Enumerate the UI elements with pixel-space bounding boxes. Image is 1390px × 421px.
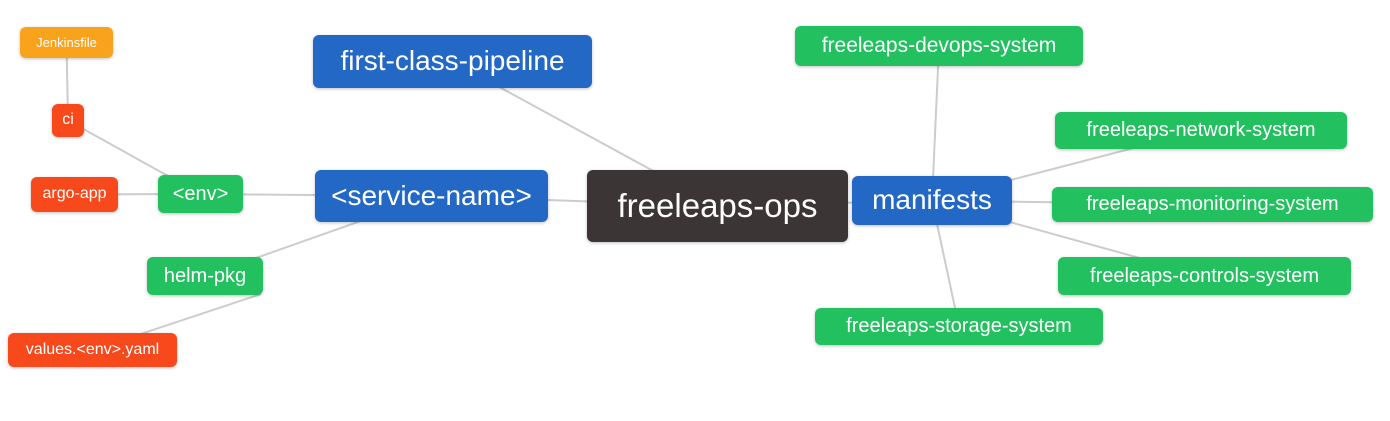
- node-label: ci: [62, 111, 74, 128]
- node-label: freeleaps-monitoring-system: [1086, 193, 1339, 215]
- node-storage-system[interactable]: freeleaps-storage-system: [815, 308, 1103, 345]
- node-label: freeleaps-ops: [617, 187, 818, 224]
- node-label: first-class-pipeline: [340, 45, 565, 76]
- node-label: argo-app: [42, 185, 107, 202]
- node-first-class-pipeline[interactable]: first-class-pipeline: [313, 35, 592, 88]
- node-label: Jenkinsfile: [36, 34, 97, 50]
- node-label: <env>: [172, 182, 229, 205]
- node-argo-app[interactable]: argo-app: [31, 177, 118, 212]
- node-service-name[interactable]: <service-name>: [315, 170, 548, 222]
- node-controls-system[interactable]: freeleaps-controls-system: [1058, 257, 1351, 295]
- node-label: values.<env>.yaml: [25, 340, 160, 358]
- node-freeleaps-ops[interactable]: freeleaps-ops: [587, 170, 848, 242]
- node-manifests[interactable]: manifests: [852, 176, 1012, 225]
- edge-manifests-devops-system: [931, 45, 940, 201]
- node-label: manifests: [872, 184, 992, 215]
- node-label: freeleaps-controls-system: [1090, 264, 1319, 287]
- node-ci[interactable]: ci: [52, 104, 84, 137]
- node-monitoring-system[interactable]: freeleaps-monitoring-system: [1052, 187, 1373, 222]
- node-label: <service-name>: [331, 179, 532, 211]
- node-jenkinsfile[interactable]: Jenkinsfile: [20, 27, 113, 58]
- node-label: freeleaps-storage-system: [846, 315, 1072, 337]
- node-env[interactable]: <env>: [158, 175, 243, 213]
- node-helm-pkg[interactable]: helm-pkg: [147, 257, 263, 295]
- node-network-system[interactable]: freeleaps-network-system: [1055, 112, 1347, 149]
- node-label: freeleaps-network-system: [1086, 119, 1316, 141]
- node-values-env-yaml[interactable]: values.<env>.yaml: [8, 333, 177, 367]
- node-label: helm-pkg: [163, 264, 247, 287]
- node-devops-system[interactable]: freeleaps-devops-system: [795, 26, 1083, 66]
- node-label: freeleaps-devops-system: [821, 34, 1057, 57]
